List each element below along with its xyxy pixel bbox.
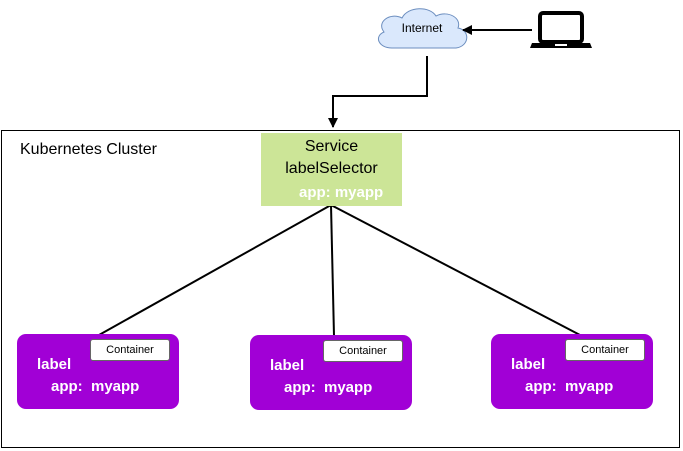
kubernetes-cluster-box bbox=[1, 130, 680, 448]
service-selector-value: app: myapp bbox=[299, 184, 384, 201]
pod-2: Container label app: myapp bbox=[250, 335, 412, 410]
laptop-icon bbox=[530, 11, 592, 48]
pod-label: label bbox=[37, 356, 72, 373]
service-to-pod-2-line bbox=[330, 204, 335, 337]
container-box: Container bbox=[565, 339, 645, 361]
service-to-pod-1-line bbox=[98, 204, 332, 336]
service-to-pod-3-line bbox=[330, 204, 581, 336]
pod-3: Container label app: myapp bbox=[491, 334, 653, 409]
pod-label: label bbox=[511, 356, 546, 373]
container-box: Container bbox=[90, 339, 170, 361]
cluster-title: Kubernetes Cluster bbox=[20, 141, 157, 158]
container-box: Container bbox=[323, 340, 403, 362]
internet-label: Internet bbox=[401, 21, 443, 35]
service-box: Service labelSelector app: myapp bbox=[261, 133, 402, 206]
pod-app-value: app: myapp bbox=[51, 378, 140, 395]
service-title: Service bbox=[304, 138, 359, 155]
pod-1: Container label app: myapp bbox=[17, 334, 179, 409]
pod-app-value: app: myapp bbox=[284, 379, 373, 396]
pod-label: label bbox=[270, 357, 305, 374]
service-selector-label: labelSelector bbox=[285, 160, 378, 177]
pod-app-value: app: myapp bbox=[525, 378, 614, 395]
internet-to-service-arrow bbox=[328, 56, 428, 128]
